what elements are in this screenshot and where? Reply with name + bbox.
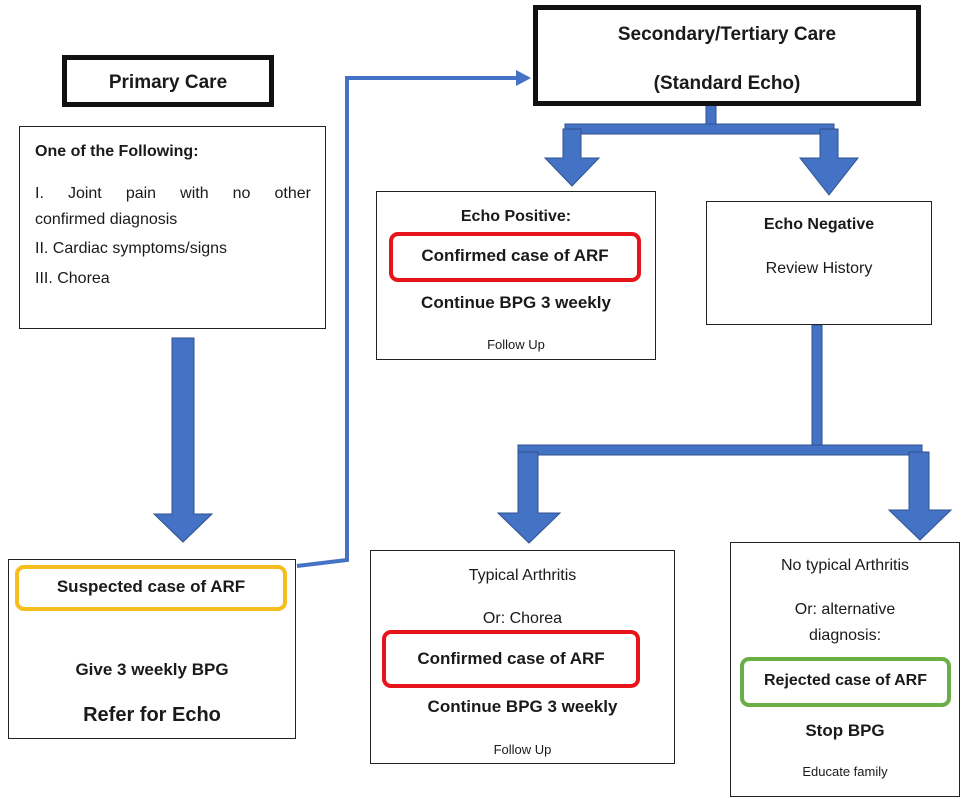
secondary-care-title: Secondary/Tertiary Care [617, 24, 837, 45]
stop-bpg: Stop BPG [805, 721, 885, 740]
typical-line-2: Or: Chorea [482, 610, 563, 627]
arrow-to-typical [496, 451, 562, 544]
suspected-case-badge: Suspected case of ARF [15, 565, 287, 611]
arrow-refer-head [516, 70, 531, 86]
echo-negative-action: Review History [765, 260, 873, 277]
suspected-box: Suspected case of ARF Give 3 weekly BPG … [8, 559, 296, 739]
rejected-case-label: Rejected case of ARF [763, 672, 927, 689]
secondary-care-box: Secondary/Tertiary Care (Standard Echo) [533, 5, 921, 106]
no-typical-box: No typical Arthritis Or: alternative dia… [730, 542, 960, 797]
no-typical-line-1: No typical Arthritis [780, 557, 910, 574]
criteria-item-1-line1: I. Joint pain with no other [35, 185, 311, 202]
echo-positive-action: Continue BPG 3 weekly [421, 293, 611, 312]
connector-secondary-bar [564, 123, 835, 135]
suspected-action: Give 3 weekly BPG [75, 660, 229, 679]
arrow-primary-to-suspected [152, 337, 214, 543]
typical-line-1: Typical Arthritis [468, 567, 577, 584]
arrow-to-echo-negative [798, 128, 860, 196]
no-typical-line-2: Or: alternative [794, 601, 896, 618]
typical-confirmed-label: Confirmed case of ARF [417, 649, 605, 668]
refer-for-echo: Refer for Echo [83, 704, 221, 726]
primary-care-title-box: Primary Care [62, 55, 274, 107]
arrow-to-echo-positive [543, 128, 601, 187]
echo-negative-heading: Echo Negative [763, 216, 875, 233]
rejected-case-badge: Rejected case of ARF [740, 657, 951, 707]
arrow-to-no-typical [887, 451, 953, 541]
criteria-item-2: II. Cardiac symptoms/signs [35, 240, 228, 257]
criteria-item-3: III. Chorea [35, 270, 110, 287]
echo-positive-follow-up: Follow Up [487, 337, 545, 352]
typical-confirmed-badge: Confirmed case of ARF [382, 630, 640, 688]
primary-care-title: Primary Care [108, 72, 228, 93]
echo-positive-heading: Echo Positive: [460, 208, 572, 225]
criteria-heading: One of the Following: [35, 143, 199, 160]
echo-positive-confirmed-badge: Confirmed case of ARF [389, 232, 641, 282]
no-typical-line-3: diagnosis: [808, 627, 882, 644]
typical-action: Continue BPG 3 weekly [427, 697, 618, 716]
criteria-item-1-line2: confirmed diagnosis [35, 211, 178, 228]
typical-arthritis-box: Typical Arthritis Or: Chorea Confirmed c… [370, 550, 675, 764]
echo-positive-confirmed-label: Confirmed case of ARF [421, 246, 609, 265]
primary-criteria-box: One of the Following: I. Joint pain with… [19, 126, 326, 329]
connector-refer-line [296, 76, 518, 568]
educate-family: Educate family [802, 764, 888, 779]
connector-negative-stem [811, 324, 823, 451]
echo-negative-box: Echo Negative Review History [706, 201, 932, 325]
secondary-care-subtitle: (Standard Echo) [653, 73, 801, 94]
typical-follow-up: Follow Up [493, 742, 552, 757]
suspected-case-label: Suspected case of ARF [56, 577, 246, 596]
connector-negative-bar [517, 444, 923, 456]
echo-positive-box: Echo Positive: Confirmed case of ARF Con… [376, 191, 656, 360]
